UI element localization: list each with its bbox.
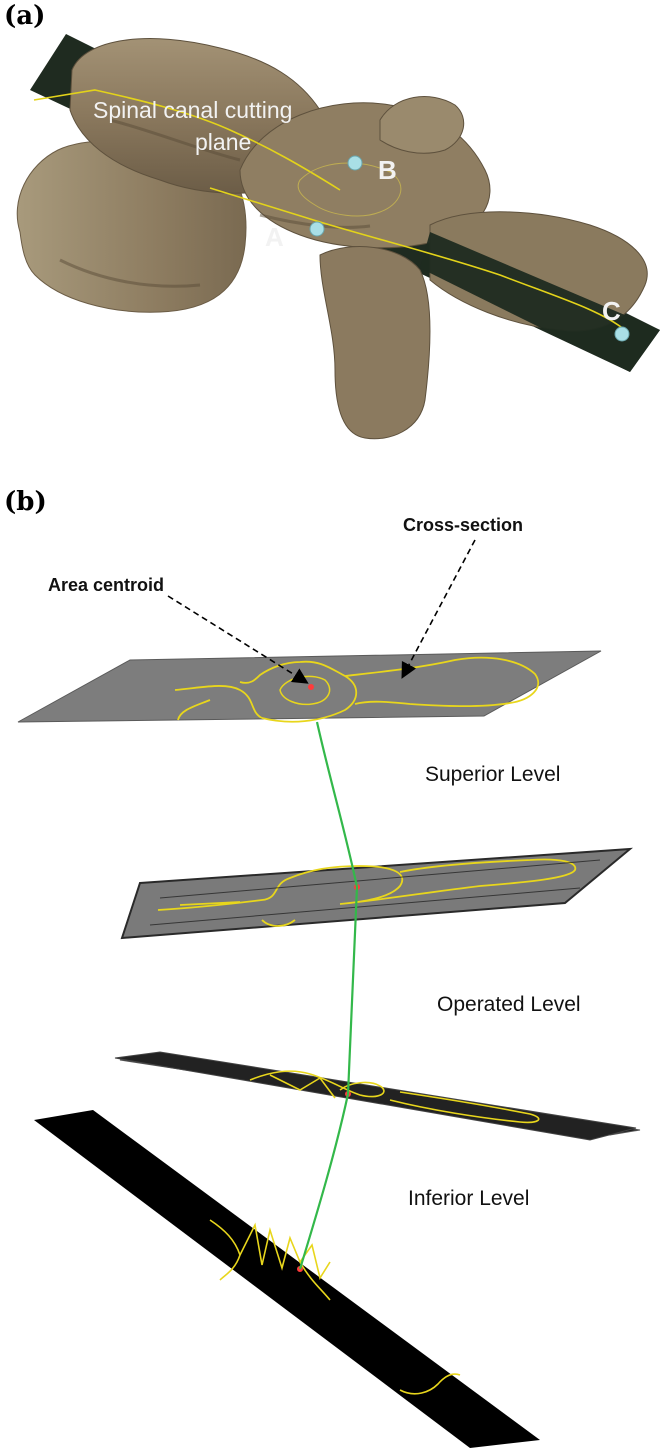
point-b-label: B (378, 155, 397, 185)
panel-a-label: (a) (4, 1, 45, 31)
inferior-contour (209, 1219, 331, 1301)
operated-inner-lines (149, 859, 601, 926)
area-centroid-label: Area centroid (48, 575, 164, 595)
operated-contour (157, 858, 577, 927)
inferior-slice (34, 1110, 540, 1448)
operated-level-label: Operated Level (437, 993, 581, 1016)
superior-level-label: Superior Level (425, 763, 560, 786)
cross-section-label: Cross-section (403, 515, 523, 535)
marker-b (347, 155, 363, 171)
panel-a: (a) Spinal canal cutting plane A B C (4, 1, 660, 440)
cross-section-arrow (401, 539, 476, 679)
panel-b: (b) Cross-section Area centroid Superior… (4, 487, 641, 1448)
cutting-plane-front (420, 232, 660, 372)
marker-a (309, 221, 325, 237)
inferior-contour-tail (399, 1373, 461, 1395)
operated-slice (120, 847, 634, 940)
centroid-path (298, 721, 359, 1270)
point-a-label: A (265, 222, 284, 252)
superior-centroid (308, 684, 314, 690)
vertebral-body-right (429, 211, 648, 332)
superior-contour (174, 656, 540, 723)
inferior-level-label: Inferior Level (408, 1187, 529, 1210)
centroid-arrow (167, 595, 309, 684)
canal-contour (33, 89, 626, 331)
plane-label-line1: Spinal canal cutting (93, 97, 292, 123)
transverse-process (379, 96, 465, 154)
panel-b-label: (b) (4, 487, 47, 517)
point-c-label: C (602, 296, 621, 326)
inferior-upper-contour (249, 1070, 540, 1124)
spinous-process (319, 246, 431, 440)
marker-c (614, 326, 630, 342)
plane-label-line2: plane (195, 129, 251, 155)
